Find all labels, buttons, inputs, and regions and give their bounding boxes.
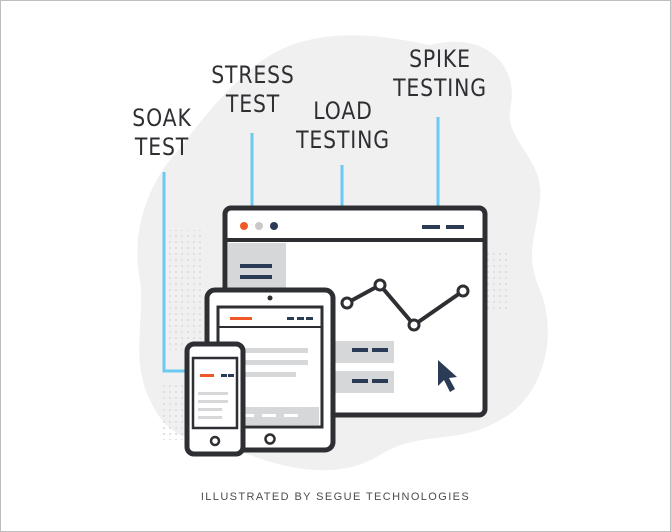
phone-home-button [209,435,221,447]
chart-point [456,284,470,298]
label-spike-testing: SPIKE TESTING [393,45,487,102]
window-dot-red [240,222,248,230]
chart-point [407,318,421,332]
chart-point [340,296,354,310]
mouse-cursor-icon [438,360,457,392]
phone-device [184,341,246,457]
connector-soak [162,172,187,373]
label-stress-test: STRESS TEST [211,61,295,118]
chart-point [373,278,387,292]
window-menu-dash-2 [446,225,464,229]
tablet-camera [267,295,273,301]
hamburger-line-2 [240,275,272,279]
illustration-credit: ILLUSTRATED BY SEGUE TECHNOLOGIES [200,491,471,503]
tablet-accent-bar [230,317,252,320]
dot-pattern-left [162,230,202,350]
window-menu-dash-1 [422,225,440,229]
phone-accent-bar [200,374,214,377]
connector-lines [162,117,440,373]
window-dot-gray [255,222,263,230]
tablet-home-button [264,433,276,445]
label-load-testing: LOAD TESTING [296,97,390,154]
label-soak-test: SOAK TEST [132,104,192,161]
window-dot-navy [270,222,278,230]
chart-line [346,283,465,327]
hamburger-line-1 [240,264,272,268]
